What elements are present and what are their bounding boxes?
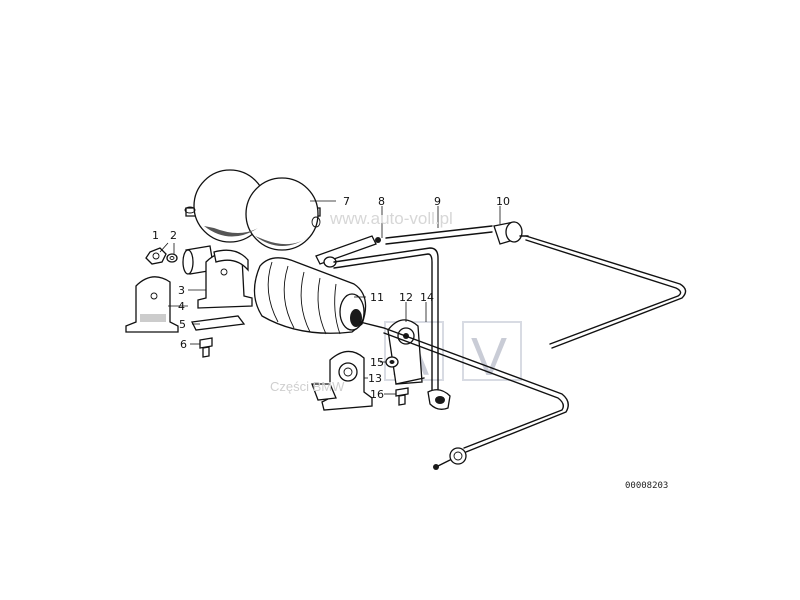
callout-1: 1 [152,229,159,242]
callout-15: 15 [370,356,384,369]
check-valve [493,221,529,245]
leader-lines [159,200,501,395]
callout-11: 11 [370,291,384,304]
callout-10: 10 [496,195,510,208]
watermark-letter-v: V [471,327,507,387]
callout-12: 12 [399,291,413,304]
callout-5: 5 [179,318,186,331]
washer [166,253,178,263]
callout-7: 7 [343,195,350,208]
front-bracket [311,350,373,411]
callout-6: 6 [180,338,187,351]
callout-2: 2 [170,229,177,242]
callout-13: 13 [368,372,382,385]
control-cable [383,327,569,470]
diagram-code: 00008203 [625,481,668,491]
callout-9: 9 [434,195,441,208]
long-vacuum-pipe [525,235,687,349]
bolt [395,387,409,406]
vacuum-spheres [184,169,321,251]
callout-8: 8 [378,195,385,208]
callout-4: 4 [178,300,185,313]
left-bracket [125,276,179,333]
mounting-plate [387,319,425,385]
middle-bracket [197,249,253,309]
callout-16: 16 [370,388,384,401]
gasket-plate [191,315,246,331]
callout-14: 14 [420,291,434,304]
callout-3: 3 [178,284,185,297]
grommet [385,356,399,368]
watermark-label: Części BMW [270,379,345,394]
screw [199,337,213,358]
nut [145,247,167,265]
vacuum-hose [315,235,381,268]
vacuum-canister [253,257,385,335]
vacuum-line [333,225,493,410]
watermark-site: www.auto-voll.pl [329,209,453,228]
